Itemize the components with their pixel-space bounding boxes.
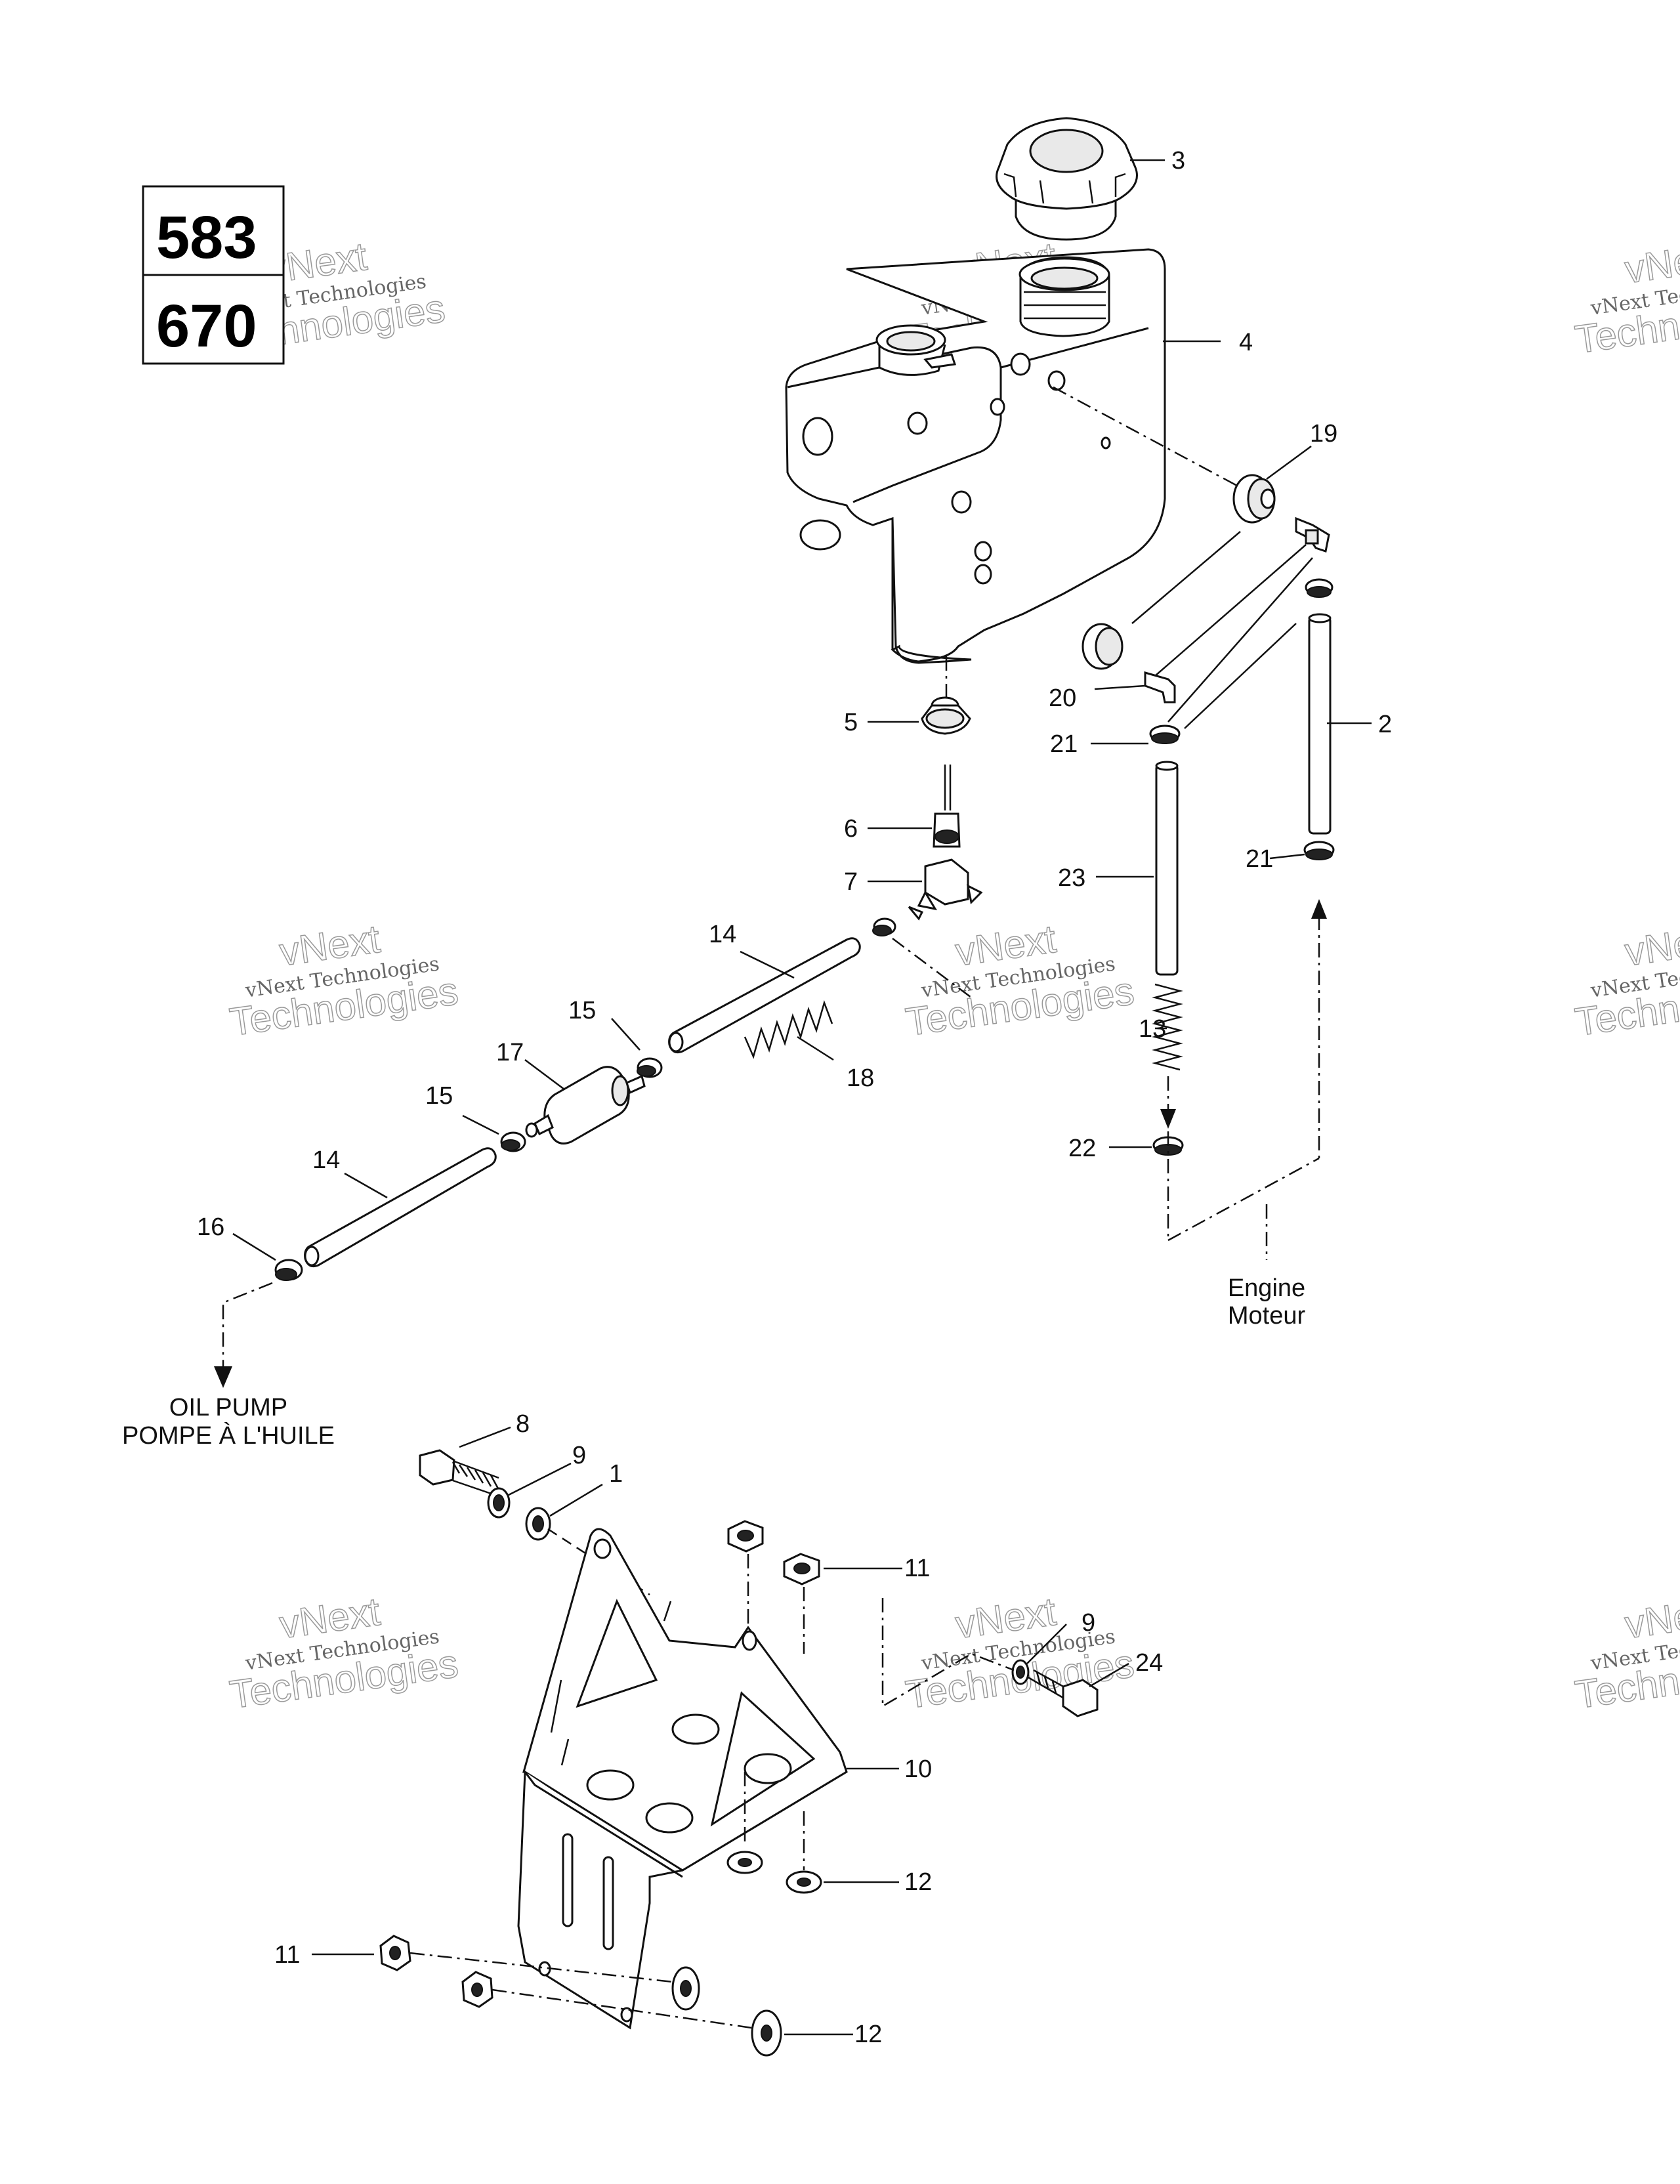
watermark: vNext vNext Technologies Technologies (226, 1589, 461, 1717)
callout-7: 7 (844, 868, 858, 896)
engine-connection-lines (1160, 899, 1327, 1260)
arrow-up-icon (1311, 899, 1327, 919)
valve-7 (908, 858, 983, 921)
bolt-24 (1026, 1669, 1099, 1717)
arrow-down-icon (214, 1366, 232, 1388)
model-box: 583 670 (142, 185, 285, 365)
elbow-fitting-upper (1295, 516, 1330, 553)
caption-pompe-a-l-huile: POMPE À L'HUILE (122, 1421, 335, 1450)
leader-lines (232, 159, 1372, 2036)
watermark: vNext vNext Technologies Technologies (902, 1589, 1137, 1717)
grommet-5 (921, 696, 971, 735)
callout-16: 16 (197, 1213, 224, 1241)
watermark: vNext vNext Technologies Technologies (1572, 1589, 1680, 1717)
caption-engine: Engine (1228, 1274, 1305, 1302)
callout-11-b: 11 (274, 1941, 300, 1969)
callout-12-b: 12 (854, 2021, 882, 2048)
oil-pump-line (214, 1282, 273, 1388)
callout-9-a: 9 (572, 1442, 586, 1469)
callout-24: 24 (1135, 1649, 1163, 1677)
clamp-valve (872, 917, 896, 936)
clamp-15-lower (500, 1131, 526, 1152)
callouts: 3 4 19 2 20 21 21 23 13 22 5 6 7 14 15 1… (197, 147, 1392, 2048)
callout-22: 22 (1068, 1135, 1096, 1162)
callout-5: 5 (844, 709, 858, 736)
callout-19: 19 (1310, 420, 1337, 448)
callout-8: 8 (516, 1410, 530, 1438)
hose-14-upper (668, 937, 861, 1054)
watermark: vNext vNext Technologies Technologies (1572, 234, 1680, 362)
callout-1: 1 (609, 1460, 623, 1488)
watermark: vNext vNext Technologies Technologies (226, 916, 461, 1045)
assembly-line (492, 1988, 752, 2029)
callout-14-a: 14 (709, 921, 736, 948)
callout-14-b: 14 (312, 1146, 340, 1174)
callout-21-a: 21 (1050, 730, 1078, 758)
svg-text:vNext: vNext (1622, 917, 1680, 975)
model-number-670: 670 (156, 293, 257, 360)
washer-9-right (1011, 1659, 1030, 1685)
nut-11-top-b (783, 1553, 820, 1586)
nut-11-top-a (727, 1520, 764, 1553)
hose-23 (1155, 761, 1179, 976)
callout-11-a: 11 (904, 1555, 930, 1582)
svg-text:vNext: vNext (1622, 1589, 1680, 1647)
callout-3: 3 (1171, 147, 1185, 175)
washer-12-b (786, 1870, 822, 1894)
nut-11-lower (379, 1935, 411, 1971)
callout-12-a: 12 (904, 1868, 932, 1896)
assembly-lines-upper (892, 386, 1313, 998)
clamp-21-a (1149, 724, 1181, 744)
callout-6: 6 (844, 815, 858, 843)
spring-18 (744, 1000, 833, 1059)
clamp-16 (274, 1259, 303, 1281)
callout-23: 23 (1058, 864, 1085, 892)
callout-13: 13 (1139, 1015, 1166, 1043)
nut-lower-b (461, 1971, 494, 2008)
callout-9-b: 9 (1082, 1609, 1095, 1637)
filler-cap (996, 117, 1138, 241)
grommet-lower (1082, 623, 1124, 670)
washer-12-a (726, 1851, 763, 1874)
callout-20: 20 (1049, 684, 1076, 712)
oil-tank (785, 248, 1166, 664)
model-number-583: 583 (156, 204, 257, 271)
spring-13 (1152, 983, 1183, 1071)
washer-1 (525, 1507, 551, 1541)
assembly-line (410, 1952, 673, 1983)
callout-2: 2 (1378, 711, 1392, 738)
clamp-21-b (1303, 841, 1335, 860)
watermark: vNext vNext Technologies Technologies (902, 916, 1137, 1045)
grommet-19 (1232, 474, 1276, 524)
assembly-line (881, 1598, 1015, 1708)
filter-17 (525, 1066, 646, 1144)
washer-12-lower (751, 2009, 782, 2057)
callout-15-a: 15 (568, 997, 596, 1024)
callout-15-b: 15 (425, 1082, 453, 1110)
clamp-top-right (1305, 578, 1334, 598)
bolt-8 (419, 1449, 500, 1498)
callout-17: 17 (496, 1039, 524, 1066)
washer-lower-a (671, 1966, 700, 2011)
watermark: vNext vNext Technologies Technologies (1572, 916, 1680, 1045)
callout-18: 18 (847, 1064, 874, 1092)
captions: Engine Moteur OIL PUMP POMPE À L'HUILE (122, 1274, 1305, 1450)
clamp-15-upper (637, 1057, 663, 1078)
caption-moteur: Moteur (1228, 1302, 1306, 1330)
pickup-6 (933, 765, 961, 848)
callout-21-b: 21 (1246, 845, 1273, 873)
callout-10: 10 (904, 1755, 932, 1783)
bracket-10 (517, 1528, 848, 2030)
washer-9 (487, 1487, 511, 1519)
hose-14-lower (304, 1147, 497, 1268)
elbow-fitting-20 (1144, 671, 1176, 704)
arrow-down-icon (1160, 1109, 1176, 1129)
svg-text:vNext: vNext (1622, 234, 1680, 292)
callout-4: 4 (1239, 329, 1253, 356)
hose-2 (1308, 613, 1332, 835)
caption-oil-pump: OIL PUMP (169, 1394, 287, 1421)
